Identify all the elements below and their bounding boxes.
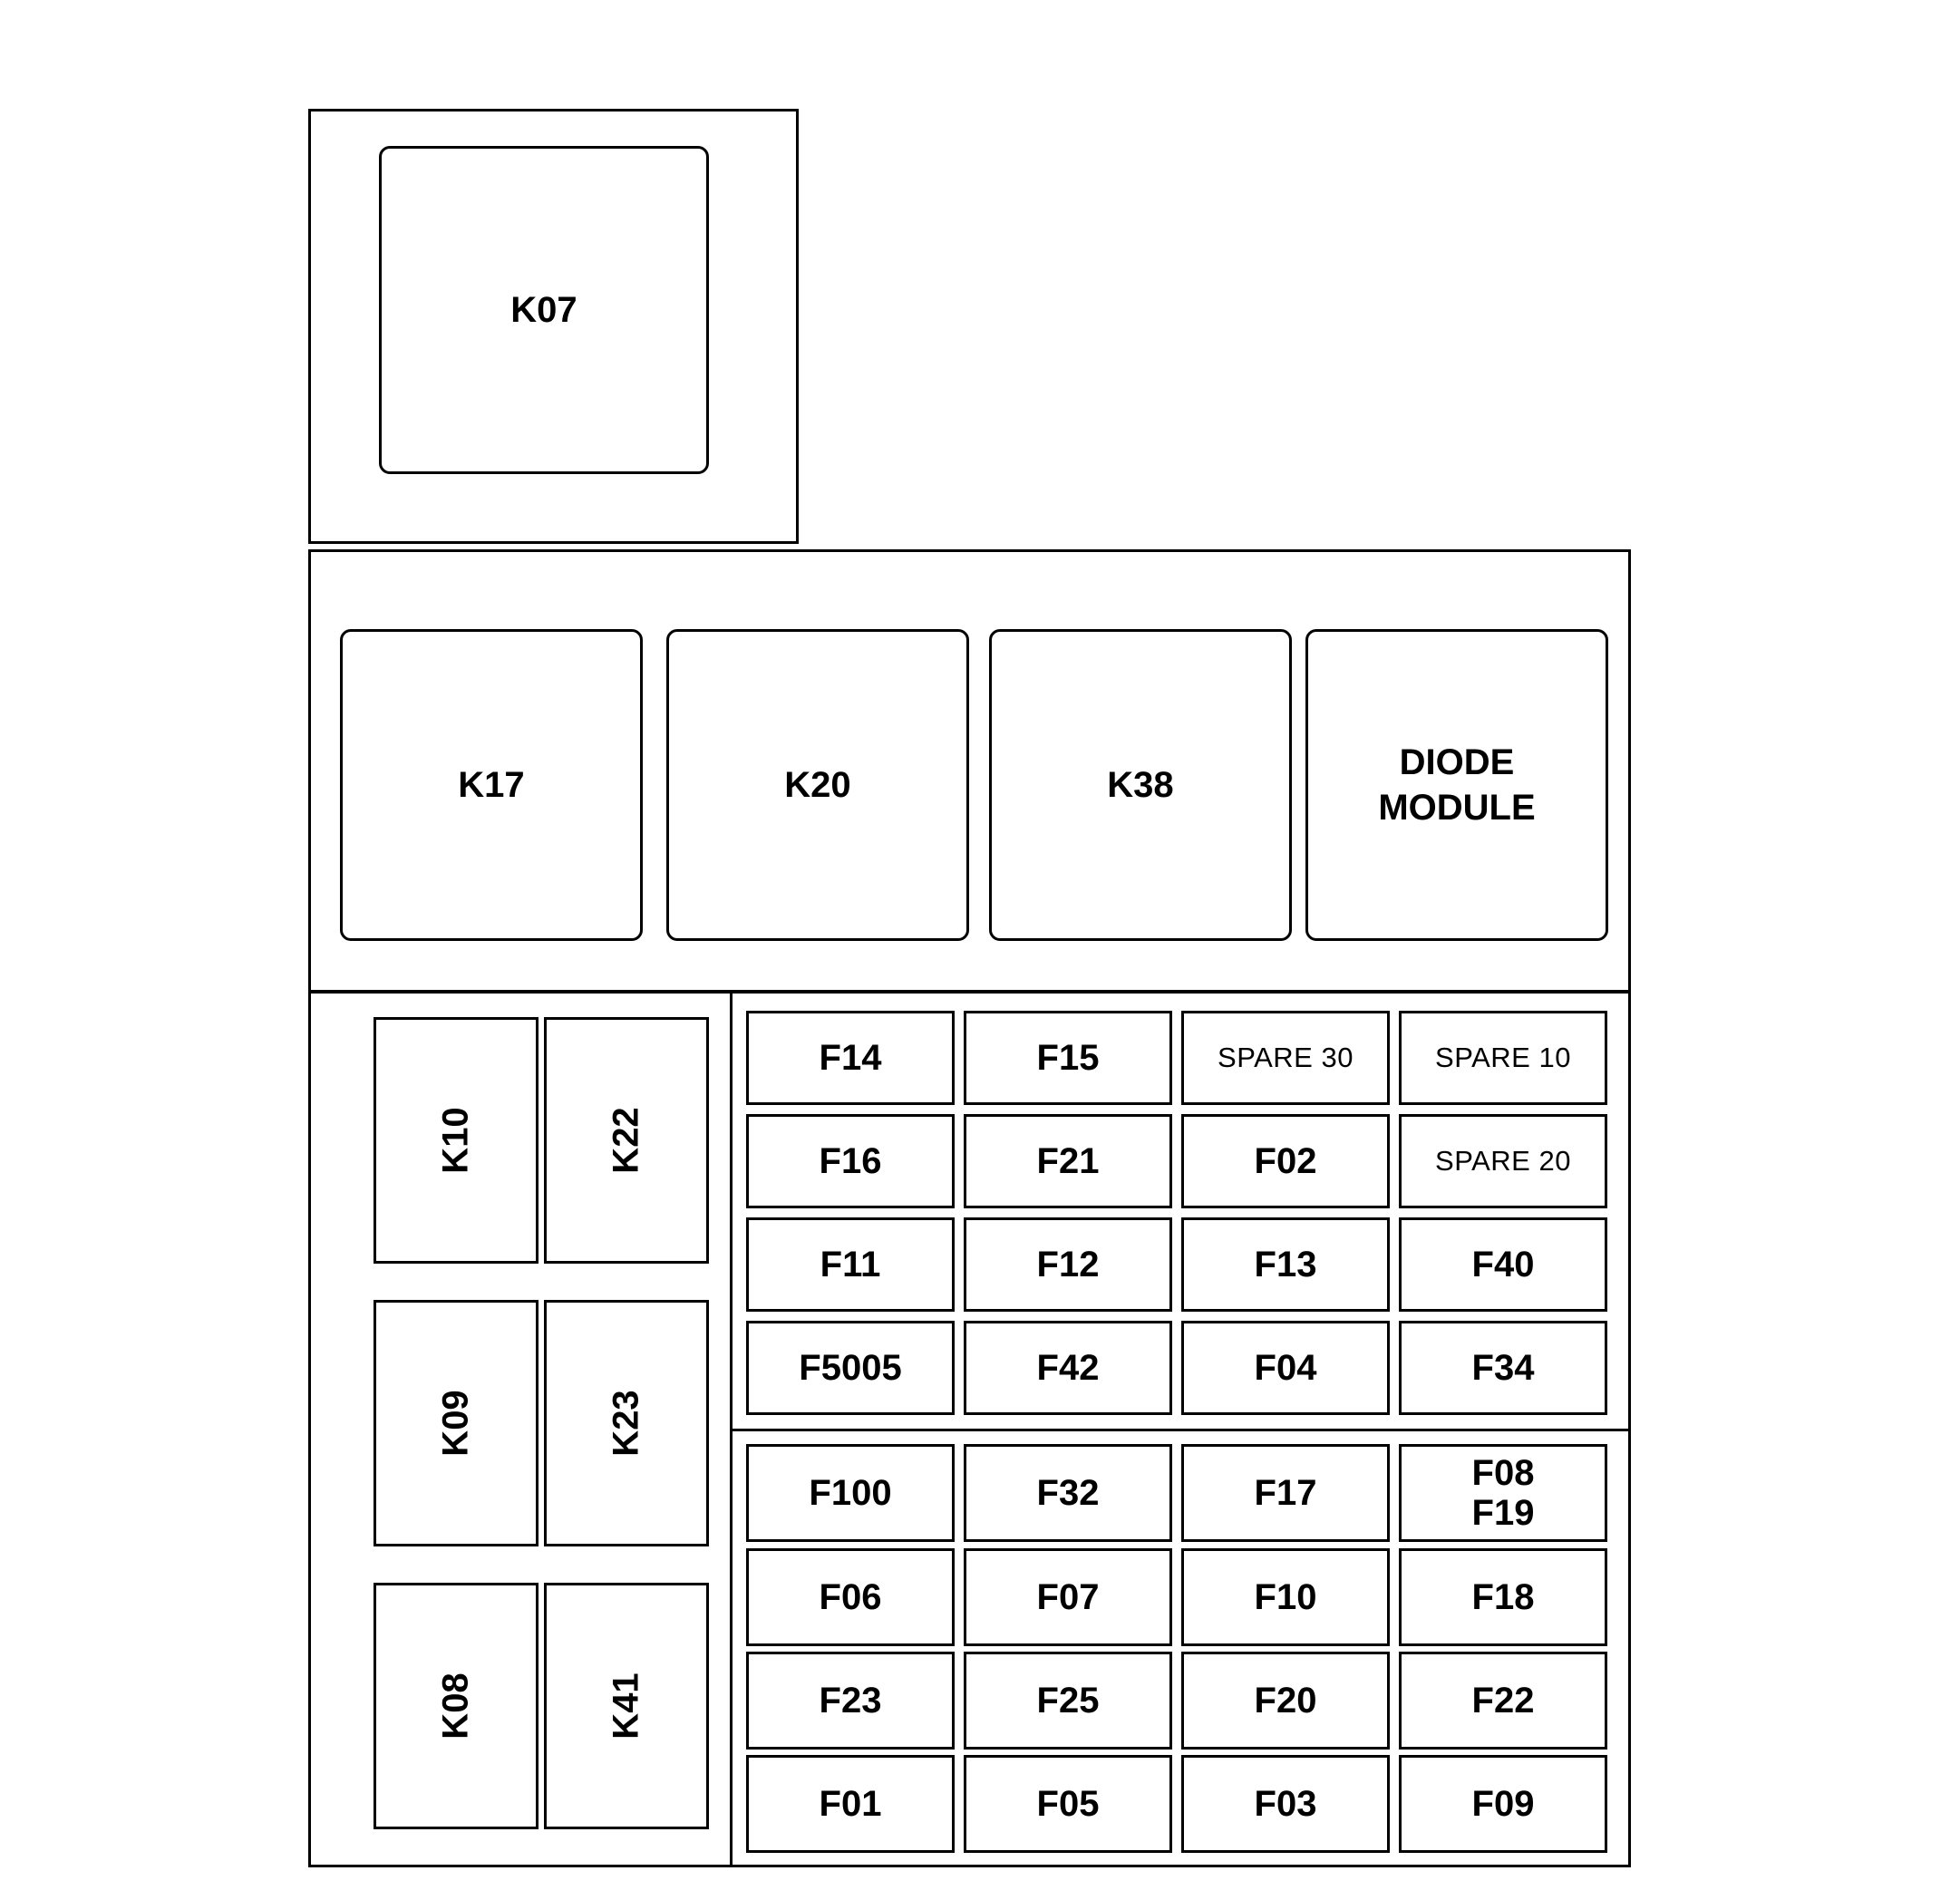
fuse-label: SPARE 20 xyxy=(1435,1145,1571,1177)
fuse-label: F13 xyxy=(1254,1245,1317,1284)
fuse-label: F09 xyxy=(1471,1784,1535,1824)
spare-fuse-slot[interactable]: SPARE 20 xyxy=(1399,1114,1607,1208)
fuse-slot[interactable]: F03 xyxy=(1181,1755,1390,1853)
fuse-label: F40 xyxy=(1471,1245,1535,1284)
fuse-slot[interactable]: F06 xyxy=(746,1548,955,1646)
relay-k10[interactable]: K10 xyxy=(374,1017,539,1264)
fuse-slot[interactable]: F16 xyxy=(746,1114,955,1208)
relay-k09[interactable]: K09 xyxy=(374,1300,539,1546)
relay-k23-label: K23 xyxy=(606,1390,646,1457)
left-section-divider xyxy=(730,992,733,1867)
relay-k23[interactable]: K23 xyxy=(544,1300,709,1546)
relay-k09-label: K09 xyxy=(435,1390,476,1457)
fuse-slot[interactable]: F23 xyxy=(746,1652,955,1750)
fuse-slot[interactable]: F40 xyxy=(1399,1217,1607,1312)
fuse-slot[interactable]: F32 xyxy=(964,1444,1172,1542)
fuse-block-divider xyxy=(732,1429,1631,1431)
fuse-slot[interactable]: F12 xyxy=(964,1217,1172,1312)
fuse-label: F34 xyxy=(1471,1348,1535,1388)
fuse-label: F04 xyxy=(1254,1348,1317,1388)
fuse-slot[interactable]: F05 xyxy=(964,1755,1172,1853)
diode-module-label: DIODE MODULE xyxy=(1378,742,1536,828)
relay-k17-label: K17 xyxy=(458,765,525,805)
relay-k07[interactable]: K07 xyxy=(379,146,709,474)
relay-k38[interactable]: K38 xyxy=(989,629,1292,941)
fuse-slot[interactable]: F13 xyxy=(1181,1217,1390,1312)
fuse-label: F08 F19 xyxy=(1471,1453,1535,1533)
fuse-label: F16 xyxy=(819,1141,882,1181)
fuse-slot[interactable]: F01 xyxy=(746,1755,955,1853)
fuse-label: SPARE 10 xyxy=(1435,1042,1571,1073)
fuse-label: F22 xyxy=(1471,1681,1535,1721)
fuse-label: F05 xyxy=(1036,1784,1100,1824)
relay-k41-label: K41 xyxy=(606,1672,646,1740)
fuse-slot[interactable]: F10 xyxy=(1181,1548,1390,1646)
fuse-slot[interactable]: F25 xyxy=(964,1652,1172,1750)
relay-k41[interactable]: K41 xyxy=(544,1583,709,1829)
relay-k17[interactable]: K17 xyxy=(340,629,643,941)
fuse-slot[interactable]: F21 xyxy=(964,1114,1172,1208)
fuse-label: F11 xyxy=(820,1245,881,1284)
fuse-slot[interactable]: F34 xyxy=(1399,1321,1607,1415)
fuse-slot[interactable]: F08 F19 xyxy=(1399,1444,1607,1542)
relay-k22[interactable]: K22 xyxy=(544,1017,709,1264)
fuse-label: F32 xyxy=(1036,1473,1100,1513)
spare-fuse-slot[interactable]: SPARE 30 xyxy=(1181,1011,1390,1105)
fuse-slot[interactable]: F02 xyxy=(1181,1114,1390,1208)
fuse-label: F25 xyxy=(1036,1681,1100,1721)
fuse-label: F100 xyxy=(809,1473,892,1513)
fuse-label: F06 xyxy=(819,1577,882,1617)
spare-fuse-slot[interactable]: SPARE 10 xyxy=(1399,1011,1607,1105)
fuse-slot[interactable]: F14 xyxy=(746,1011,955,1105)
relay-k20[interactable]: K20 xyxy=(666,629,969,941)
fuse-label: F23 xyxy=(819,1681,882,1721)
fuse-slot[interactable]: F5005 xyxy=(746,1321,955,1415)
fuse-label: F21 xyxy=(1036,1141,1100,1181)
fuse-label: F20 xyxy=(1254,1681,1317,1721)
fuse-label: F17 xyxy=(1254,1473,1317,1513)
relay-k07-label: K07 xyxy=(510,290,577,330)
fuse-label: F42 xyxy=(1036,1348,1100,1388)
fuse-slot[interactable]: F15 xyxy=(964,1011,1172,1105)
fuse-label: F5005 xyxy=(799,1348,902,1388)
fuse-slot[interactable]: F100 xyxy=(746,1444,955,1542)
relay-k22-label: K22 xyxy=(606,1107,646,1174)
fuse-label: F15 xyxy=(1036,1038,1100,1078)
fuse-slot[interactable]: F07 xyxy=(964,1548,1172,1646)
fuse-label: F18 xyxy=(1471,1577,1535,1617)
relay-k20-label: K20 xyxy=(784,765,851,805)
relay-k08[interactable]: K08 xyxy=(374,1583,539,1829)
fuse-label: SPARE 30 xyxy=(1218,1042,1354,1073)
fuse-slot[interactable]: F42 xyxy=(964,1321,1172,1415)
fuse-label: F12 xyxy=(1036,1245,1100,1284)
relay-k08-label: K08 xyxy=(435,1672,476,1740)
fuse-label: F14 xyxy=(819,1038,882,1078)
relay-k38-label: K38 xyxy=(1107,765,1174,805)
relay-k10-label: K10 xyxy=(435,1107,476,1174)
fuse-slot[interactable]: F09 xyxy=(1399,1755,1607,1853)
relay-row-divider xyxy=(308,990,1631,994)
diode-module[interactable]: DIODE MODULE xyxy=(1305,629,1608,941)
fuse-slot[interactable]: F11 xyxy=(746,1217,955,1312)
fuse-label: F03 xyxy=(1254,1784,1317,1824)
fuse-label: F01 xyxy=(819,1784,882,1824)
fuse-slot[interactable]: F18 xyxy=(1399,1548,1607,1646)
fuse-slot[interactable]: F20 xyxy=(1181,1652,1390,1750)
fuse-slot[interactable]: F17 xyxy=(1181,1444,1390,1542)
fuse-slot[interactable]: F04 xyxy=(1181,1321,1390,1415)
fuse-label: F07 xyxy=(1036,1577,1100,1617)
fuse-label: F02 xyxy=(1254,1141,1317,1181)
fuse-slot[interactable]: F22 xyxy=(1399,1652,1607,1750)
fuse-label: F10 xyxy=(1254,1577,1317,1617)
